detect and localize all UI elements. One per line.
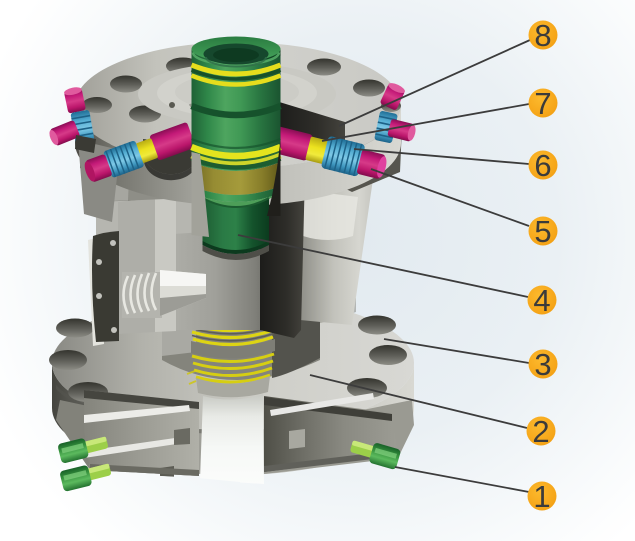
svg-text:8: 8 <box>534 18 551 53</box>
svg-text:1: 1 <box>533 479 550 514</box>
svg-text:5: 5 <box>534 214 551 249</box>
svg-text:7: 7 <box>534 86 551 121</box>
svg-text:4: 4 <box>533 283 550 318</box>
svg-text:6: 6 <box>534 148 551 183</box>
svg-text:2: 2 <box>532 414 549 449</box>
svg-text:3: 3 <box>534 347 551 382</box>
